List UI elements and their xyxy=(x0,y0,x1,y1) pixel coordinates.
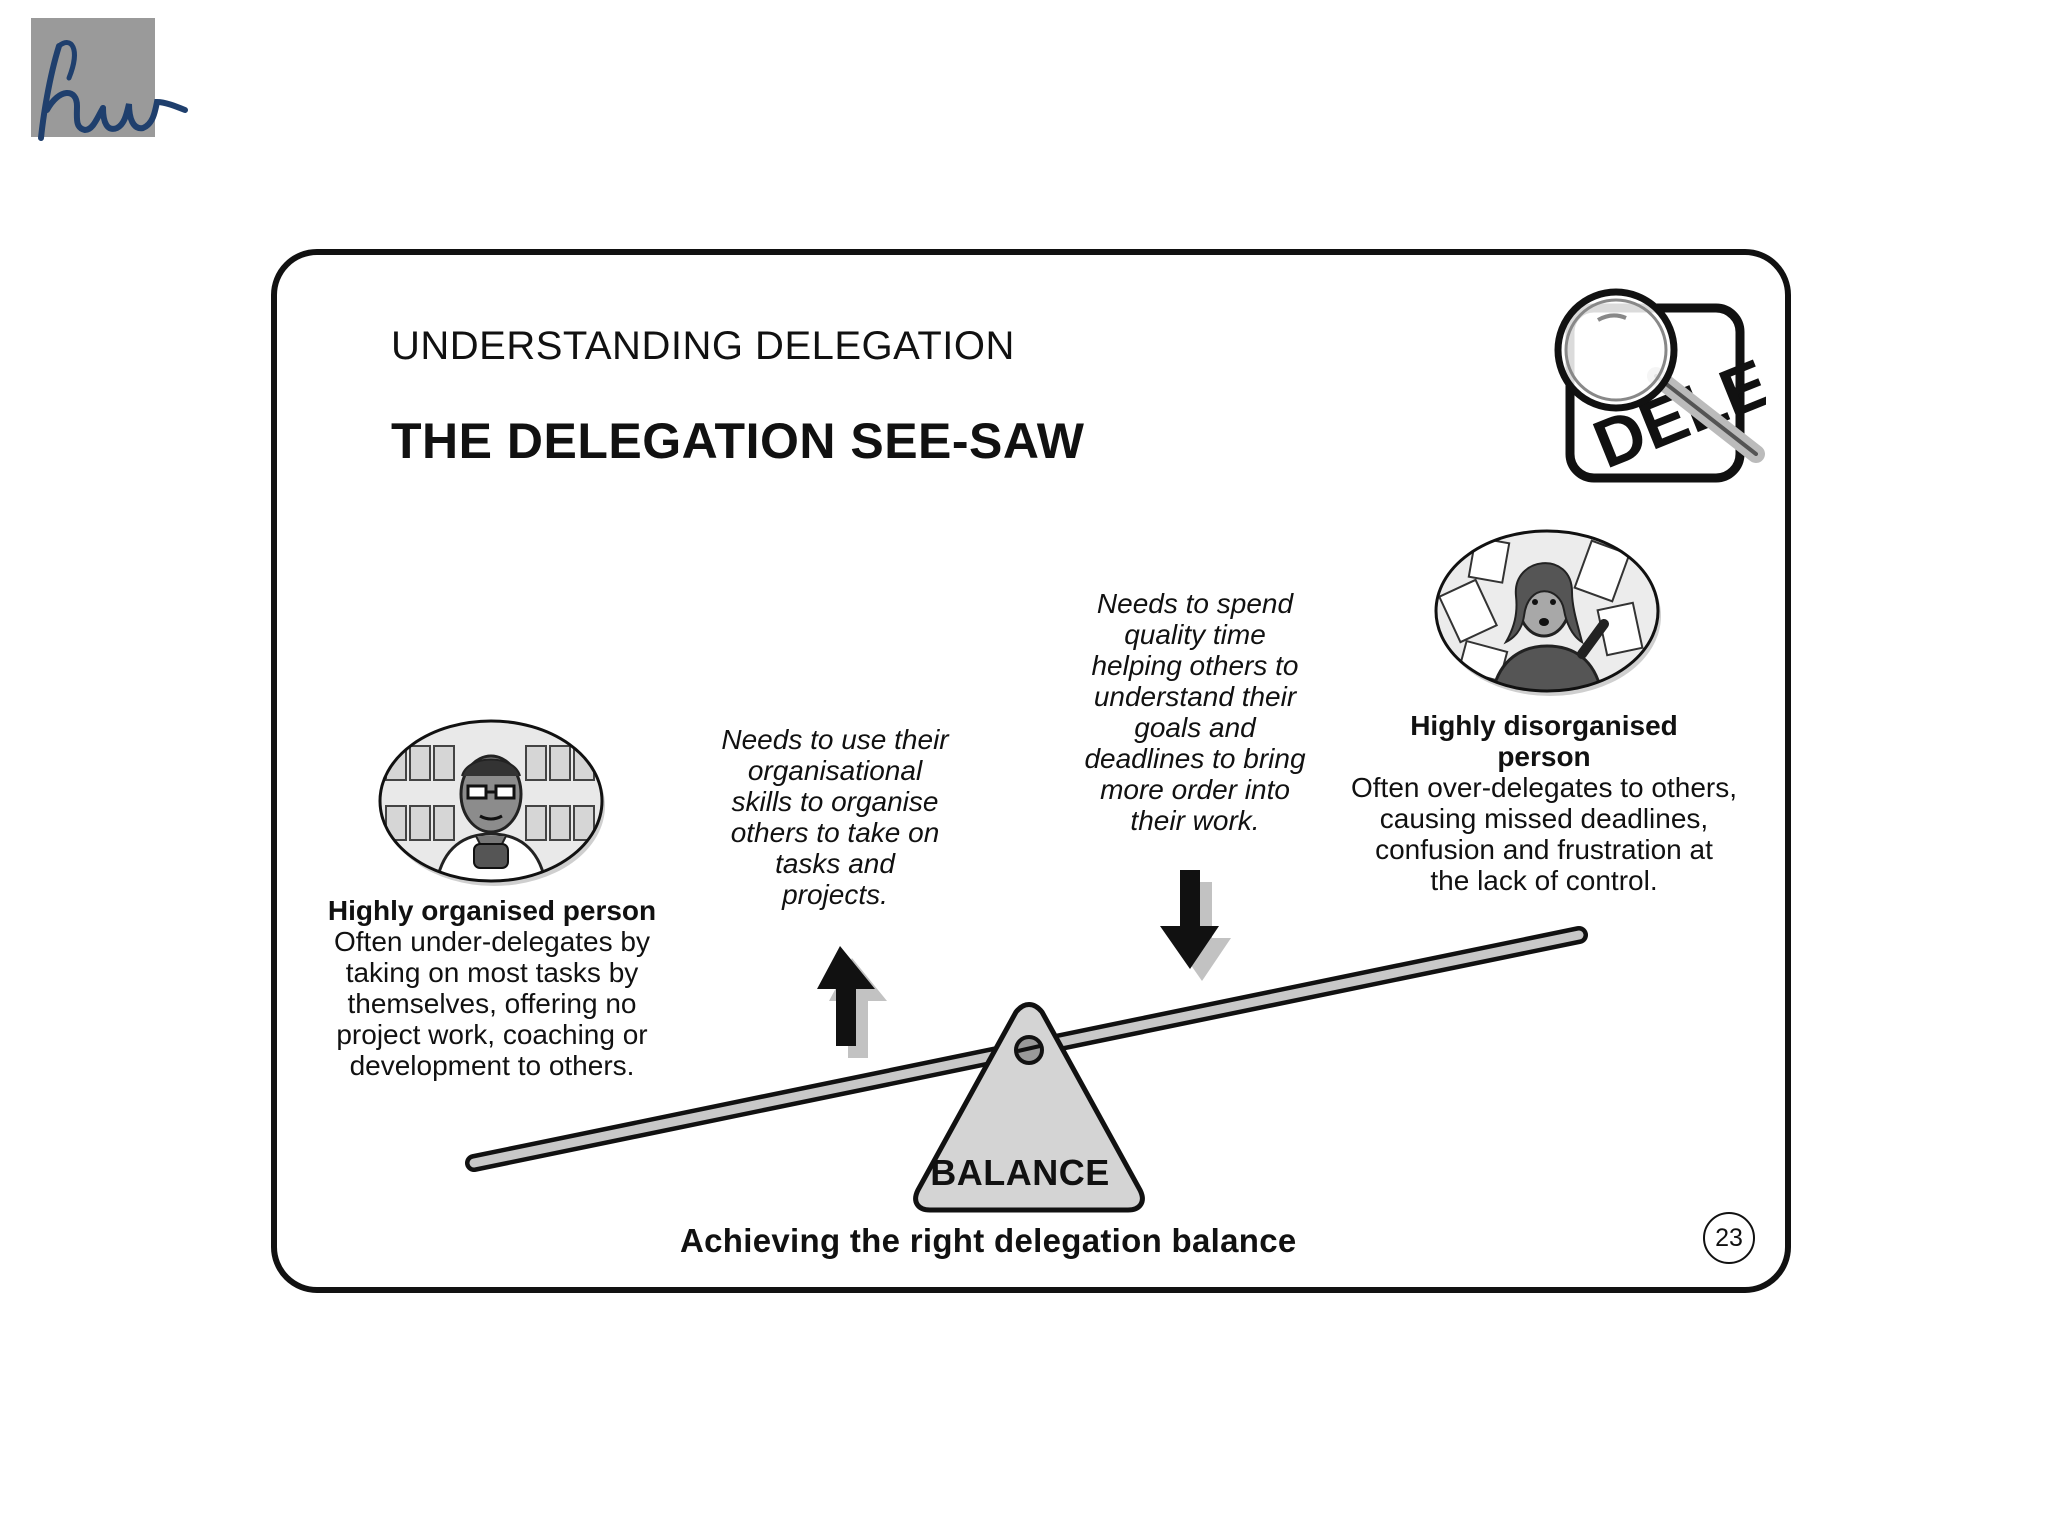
seesaw-fulcrum xyxy=(913,1002,1145,1213)
diagram-caption: Achieving the right delegation balance xyxy=(680,1222,1297,1259)
left-person-line: themselves, offering no xyxy=(347,988,637,1019)
up-note-line: projects. xyxy=(782,879,888,910)
left-person-heading: Highly organised person xyxy=(327,895,657,926)
up-note-line: tasks and xyxy=(775,848,895,879)
page-number: 23 xyxy=(1703,1212,1755,1264)
hw-logo xyxy=(31,18,188,141)
down-note-line: goals and xyxy=(1134,712,1256,743)
up-note-text: Needs to use their organisational skills… xyxy=(690,724,980,910)
down-note-line: helping others to xyxy=(1091,650,1299,681)
left-person-line: development to others. xyxy=(349,1050,635,1081)
disorganised-woman-portrait xyxy=(1434,529,1661,696)
down-note-line: deadlines to bring xyxy=(1084,743,1306,774)
right-person-line: causing missed deadlines, xyxy=(1379,803,1709,834)
left-person-line: taking on most tasks by xyxy=(345,957,639,988)
up-note-line: others to take on xyxy=(730,817,940,848)
organised-man-portrait xyxy=(378,719,605,886)
down-note-line: their work. xyxy=(1130,805,1260,836)
down-note-line: quality time xyxy=(1124,619,1266,650)
fulcrum-label: BALANCE xyxy=(930,1152,1110,1193)
hw-logo-icon xyxy=(38,40,188,141)
down-note-line: understand their xyxy=(1093,681,1297,712)
right-person-line: confusion and frustration at xyxy=(1375,834,1713,865)
up-note-line: organisational xyxy=(747,755,923,786)
arrow-down-icon xyxy=(1160,870,1231,981)
right-person-line: the lack of control. xyxy=(1430,865,1658,896)
up-note-line: skills to organise xyxy=(731,786,939,817)
left-person-text: Highly organised person Often under-dele… xyxy=(312,895,672,1081)
down-note-line: Needs to spend xyxy=(1096,588,1294,619)
slide-subtitle: UNDERSTANDING DELEGATION xyxy=(391,324,1015,368)
up-note-line: Needs to use their xyxy=(721,724,949,755)
right-person-heading: person xyxy=(1497,741,1591,772)
left-person-line: Often under-delegates by xyxy=(334,926,650,957)
arrow-up-icon xyxy=(817,946,887,1058)
left-person-line: project work, coaching or xyxy=(336,1019,648,1050)
down-note-text: Needs to spend quality time helping othe… xyxy=(1050,588,1340,836)
right-person-heading: Highly disorganised xyxy=(1410,710,1678,741)
right-person-line: Often over-delegates to others, xyxy=(1351,772,1737,803)
down-note-line: more order into xyxy=(1100,774,1290,805)
right-person-text: Highly disorganised person Often over-de… xyxy=(1334,710,1754,896)
slide-title: THE DELEGATION SEE-SAW xyxy=(391,413,1085,469)
magnifying-glass-icon: DELE xyxy=(1554,288,1766,483)
